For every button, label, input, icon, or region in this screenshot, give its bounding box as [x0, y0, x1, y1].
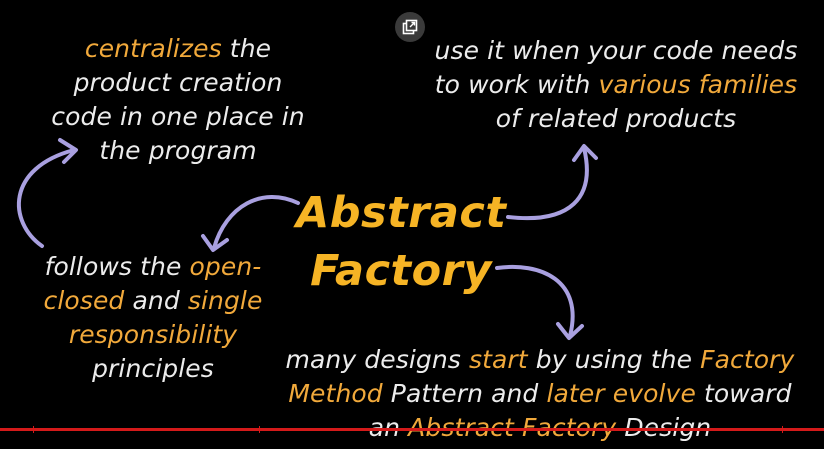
- note-use-it-when: use it when your code needs to work with…: [434, 36, 798, 133]
- highlight-factory: Factory: [700, 345, 795, 374]
- title-line-1: Abstract: [296, 188, 507, 238]
- external-window-icon: [402, 19, 418, 35]
- highlight-centralizes: centralizes: [84, 34, 222, 63]
- title-line-2: Factory: [310, 246, 492, 296]
- highlight-single: single: [187, 286, 263, 315]
- highlight-start: start: [468, 345, 528, 374]
- popout-button[interactable]: [395, 12, 425, 42]
- note-centralizes: centralizes the product creation code in…: [51, 34, 305, 165]
- highlight-open: open-: [189, 252, 262, 281]
- note-many-designs: many designs start by using the Factory …: [285, 345, 795, 442]
- highlight-closed: closed: [43, 286, 125, 315]
- note-follows-principles: follows the open- closed and single resp…: [43, 252, 263, 383]
- highlight-responsibility: responsibility: [68, 320, 238, 349]
- highlight-various-families: various families: [598, 70, 798, 99]
- progress-chapter-marker: [33, 426, 34, 433]
- progress-chapter-marker: [259, 426, 260, 433]
- arrow-to-centralizes: [17, 148, 76, 248]
- diagram-title: Abstract Factory: [296, 184, 506, 300]
- highlight-abstract-factory: Abstract Factory: [408, 413, 617, 442]
- arrow-to-use-it: [506, 146, 589, 221]
- arrow-to-many-designs: [495, 264, 575, 338]
- arrow-to-follows: [212, 194, 300, 250]
- highlight-later-evolve: later evolve: [546, 379, 696, 408]
- progress-chapter-marker: [782, 426, 783, 433]
- highlight-method: Method: [288, 379, 383, 408]
- video-progress-bar[interactable]: [0, 428, 824, 431]
